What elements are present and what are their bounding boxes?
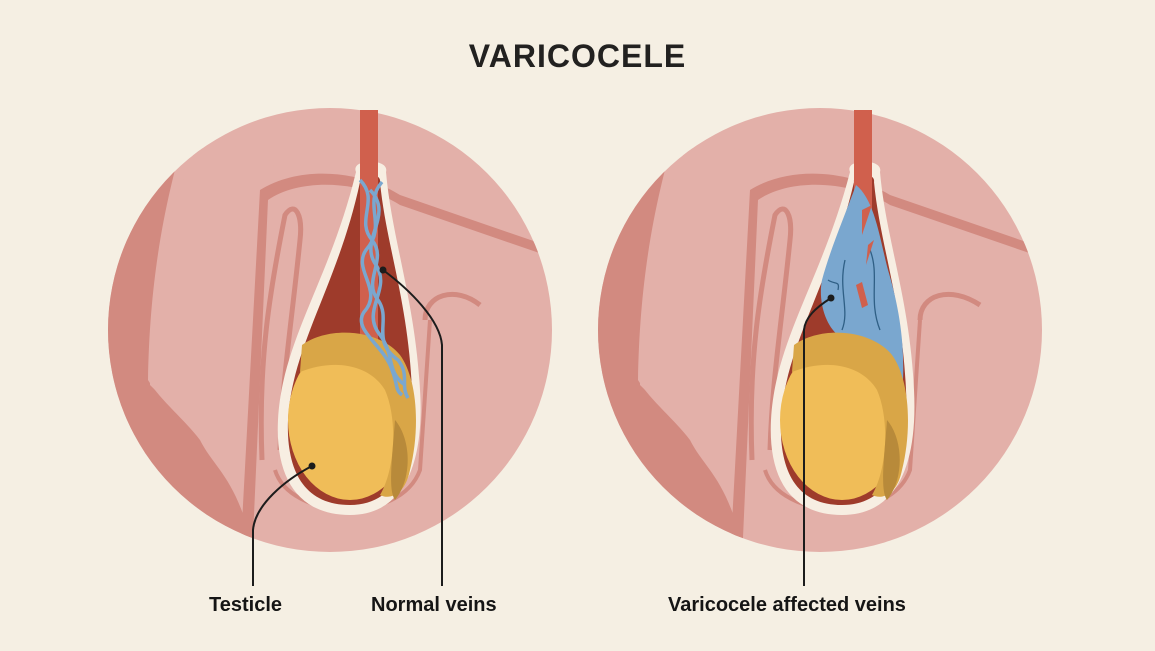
varicocele-affected-veins-label: Varicocele affected veins [668, 594, 906, 616]
testicle-leader-line [252, 465, 313, 586]
normal-anatomy-panel [108, 108, 552, 586]
normal-veins [358, 178, 410, 399]
normal-veins-leader-line [382, 269, 443, 586]
affected-veins-leader-line [803, 297, 832, 586]
page-title: VARICOCELE [468, 38, 687, 74]
varicocele-anatomy-panel [598, 108, 1042, 586]
normal-veins-label: Normal veins [371, 594, 497, 616]
testicle-label: Testicle [209, 594, 282, 616]
